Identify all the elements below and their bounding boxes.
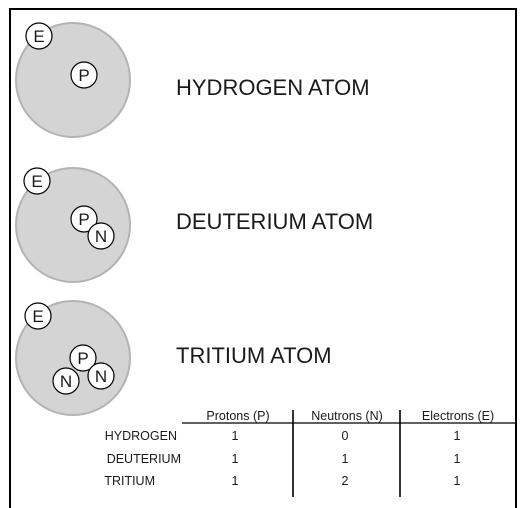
hydrogen-atom-title: HYDROGEN ATOM — [176, 75, 370, 100]
table-cell: 1 — [232, 452, 239, 466]
tritium-electron-label: E — [32, 307, 43, 326]
isotope-diagram: E P HYDROGEN ATOM E P N DEUTERIUM ATOM E — [15, 22, 517, 497]
table-cell: 2 — [342, 474, 349, 488]
isotope-table: Protons (P) Neutrons (N) Electrons (E) H… — [104, 409, 517, 497]
deuterium-neutron: N — [87, 222, 115, 250]
deuterium-proton: P — [70, 205, 98, 233]
hydrogen-electron-label: E — [33, 27, 44, 46]
tritium-electron: E — [24, 302, 52, 330]
deuterium-proton-label: P — [78, 210, 89, 229]
tritium-neutron-left-label: N — [60, 372, 72, 391]
tritium-proton-label: P — [77, 349, 88, 368]
table-cell: 1 — [342, 452, 349, 466]
deuterium-neutron-label: N — [95, 227, 107, 246]
table-cell: 0 — [342, 429, 349, 443]
table-cell: 1 — [454, 429, 461, 443]
table-cell: 1 — [454, 474, 461, 488]
table-cell: 1 — [454, 452, 461, 466]
hydrogen-electron: E — [25, 22, 53, 50]
hydrogen-proton-label: P — [78, 66, 89, 85]
deuterium-atom: E P N DEUTERIUM ATOM — [15, 167, 373, 283]
tritium-neutron-right-label: N — [95, 367, 107, 386]
tritium-atom-title: TRITIUM ATOM — [176, 343, 332, 368]
table-header-neutrons: Neutrons (N) — [311, 409, 383, 423]
tritium-neutron-right: N — [87, 362, 115, 390]
diagram-frame — [9, 8, 517, 508]
tritium-proton: P — [69, 344, 97, 372]
table-row-label-deuterium: DEUTERIUM — [107, 452, 181, 466]
table-row-label-tritium: TRITIUM — [104, 474, 155, 488]
hydrogen-atom: E P HYDROGEN ATOM — [15, 22, 370, 138]
deuterium-electron-label: E — [31, 172, 42, 191]
table-cell: 1 — [232, 474, 239, 488]
deuterium-electron: E — [23, 167, 51, 195]
table-header-electrons: Electrons (E) — [422, 409, 494, 423]
table-cell: 1 — [232, 429, 239, 443]
table-row-label-hydrogen: HYDROGEN — [105, 429, 177, 443]
hydrogen-proton: P — [70, 61, 98, 89]
tritium-atom: E P N N TRITIUM ATOM — [15, 300, 332, 416]
table-header-protons: Protons (P) — [206, 409, 269, 423]
tritium-neutron-left: N — [52, 367, 80, 395]
deuterium-atom-title: DEUTERIUM ATOM — [176, 209, 373, 234]
